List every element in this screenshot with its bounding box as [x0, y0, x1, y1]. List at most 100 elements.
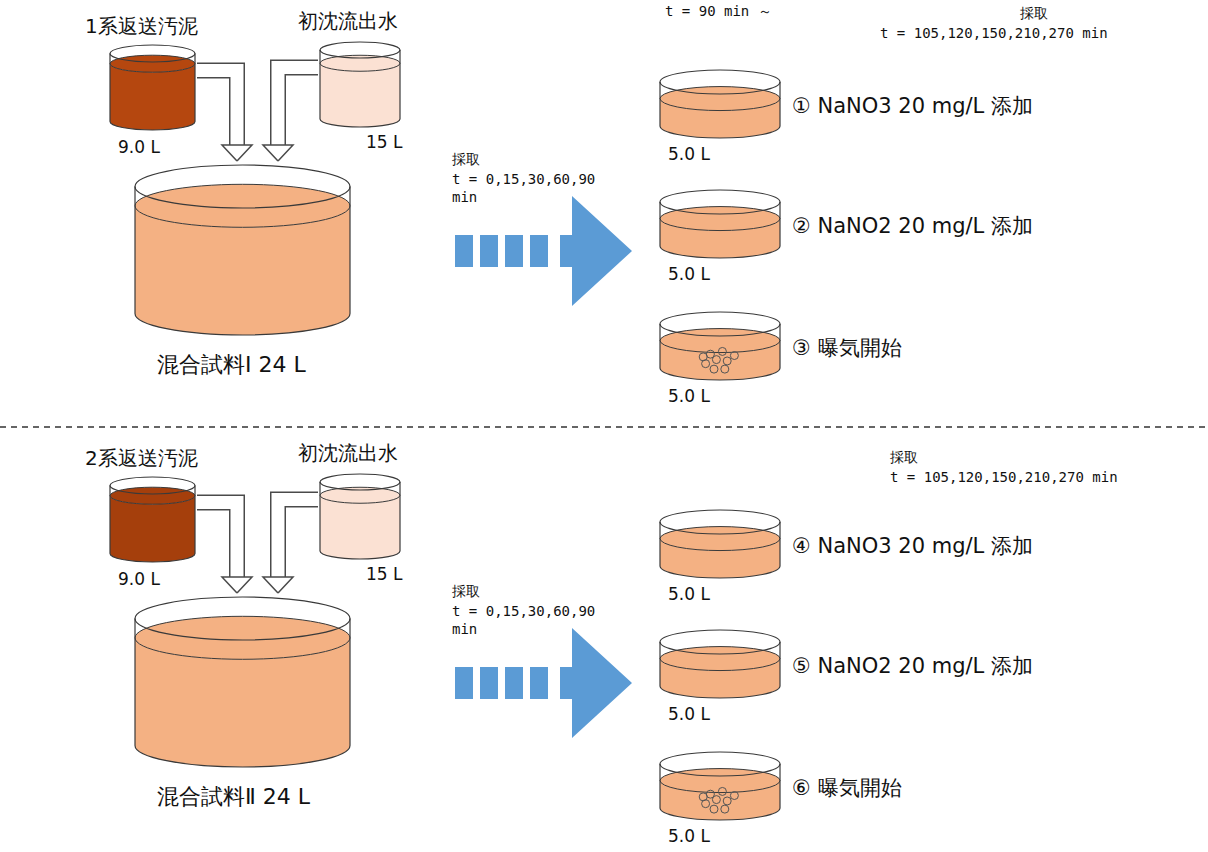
- beaker-wall: [660, 202, 780, 258]
- air-bubble: [710, 365, 718, 373]
- volume-label: 15 L: [366, 132, 403, 152]
- arrow-head: [263, 577, 293, 593]
- air-bubble: [710, 805, 718, 813]
- flow-arrow: [263, 500, 318, 594]
- liquid: [320, 495, 400, 559]
- test-beaker: ⑤ NaNO2 20 mg/L 添加5.0 L: [660, 630, 780, 698]
- beaker-wall: [660, 324, 780, 380]
- air-bubble: [721, 805, 729, 813]
- volume-label: 5.0 L: [668, 704, 710, 724]
- arrow-body: [197, 503, 237, 578]
- liquid-surface: [110, 55, 195, 72]
- flow-arrow: [263, 68, 318, 162]
- mixing-vessel: 混合試料Ⅱ 24 L: [135, 597, 350, 767]
- source-beaker: 2系返送汚泥9.0 L: [110, 477, 195, 562]
- test-beaker: ② NaNO2 20 mg/L 添加5.0 L: [660, 190, 780, 258]
- beaker-wall: [660, 642, 780, 698]
- source-beaker: 初沈流出水15 L: [320, 474, 400, 559]
- liquid: [320, 63, 400, 127]
- arrow-body: [197, 71, 237, 146]
- volume-label: 5.0 L: [668, 144, 710, 164]
- liquid-surface: [135, 184, 350, 227]
- sampling-label: 採取: [890, 448, 950, 466]
- arrow-head: [222, 577, 252, 593]
- time-label: t = 90 min ～: [665, 2, 825, 20]
- beaker-heading: 1系返送汚泥: [85, 13, 198, 40]
- beaker-heading: 2系返送汚泥: [85, 445, 198, 472]
- condition-label: ⑥ 曝気開始: [792, 774, 902, 802]
- beaker-drawing: [135, 597, 350, 767]
- air-bubble: [718, 787, 726, 795]
- beaker-rim: [660, 70, 780, 94]
- condition-label: ⑤ NaNO2 20 mg/L 添加: [792, 652, 1033, 680]
- arrow-outline: [197, 503, 237, 578]
- liquid: [110, 496, 195, 562]
- time-label: t = 0,15,30,60,90 min: [452, 602, 622, 638]
- beaker-drawing: [320, 42, 400, 127]
- beaker-drawing: [110, 45, 195, 130]
- condition-label: ④ NaNO3 20 mg/L 添加: [792, 532, 1033, 560]
- air-bubble: [723, 357, 731, 365]
- beaker-drawing: [660, 70, 780, 138]
- beaker-drawing: [660, 510, 780, 578]
- flow-arrow: [197, 503, 252, 594]
- beaker-drawing: [320, 474, 400, 559]
- beaker-rim: [110, 477, 195, 494]
- source-beaker: 初沈流出水15 L: [320, 42, 400, 127]
- beaker-drawing: [660, 190, 780, 258]
- beaker-wall: [320, 482, 400, 559]
- beaker-rim: [320, 474, 400, 490]
- beaker-wall: [660, 82, 780, 138]
- beaker-rim: [660, 630, 780, 654]
- volume-label: 9.0 L: [118, 569, 160, 589]
- condition-label: ③ 曝気開始: [792, 334, 902, 362]
- source-beaker: 1系返送汚泥9.0 L: [110, 45, 195, 130]
- air-bubble: [699, 793, 707, 801]
- air-bubble: [721, 365, 729, 373]
- beaker-drawing: [110, 477, 195, 562]
- air-bubble: [712, 356, 720, 364]
- beaker-wall: [110, 486, 195, 563]
- beaker-wall: [135, 619, 350, 768]
- arrow-outline: [197, 71, 237, 146]
- arrow-body: [278, 68, 318, 146]
- air-bubble: [699, 353, 707, 361]
- volume-label: 5.0 L: [668, 826, 710, 846]
- vessel-label: 混合試料Ⅱ 24 L: [157, 782, 310, 812]
- beaker-drawing: [660, 752, 780, 820]
- liquid-surface: [110, 487, 195, 504]
- time-label: t = 105,120,150,210,270 min: [890, 468, 1200, 486]
- sampling-label: 採取: [452, 150, 512, 168]
- sampling-label: 採取: [1020, 4, 1080, 22]
- air-bubble: [723, 797, 731, 805]
- arrow-head: [263, 145, 293, 161]
- arrow-outline: [278, 500, 318, 578]
- sampling-label: 採取: [452, 582, 512, 600]
- volume-label: 5.0 L: [668, 584, 710, 604]
- sampling-arrow: [455, 196, 632, 306]
- beaker-wall: [110, 54, 195, 131]
- liquid-surface: [135, 616, 350, 659]
- beaker-drawing: [135, 165, 350, 335]
- divider-line: [0, 426, 1208, 428]
- beaker-drawing: [660, 312, 780, 380]
- vessel-label: 混合試料Ⅰ 24 L: [157, 350, 306, 380]
- arrow-outline: [278, 68, 318, 146]
- mixing-vessel: 混合試料Ⅰ 24 L: [135, 165, 350, 335]
- beaker-rim: [110, 45, 195, 62]
- beaker-heading: 初沈流出水: [298, 8, 398, 35]
- time-label: t = 0,15,30,60,90 min: [452, 170, 622, 206]
- beaker-wall: [320, 50, 400, 127]
- volume-label: 5.0 L: [668, 264, 710, 284]
- volume-label: 15 L: [366, 564, 403, 584]
- beaker-rim: [660, 752, 780, 776]
- volume-label: 9.0 L: [118, 137, 160, 157]
- air-bubble: [718, 347, 726, 355]
- flow-arrow: [197, 71, 252, 162]
- arrow-head: [222, 145, 252, 161]
- beaker-rim: [135, 165, 350, 208]
- air-bubble: [730, 792, 738, 800]
- volume-label: 5.0 L: [668, 386, 710, 406]
- test-beaker: ① NaNO3 20 mg/L 添加5.0 L: [660, 70, 780, 138]
